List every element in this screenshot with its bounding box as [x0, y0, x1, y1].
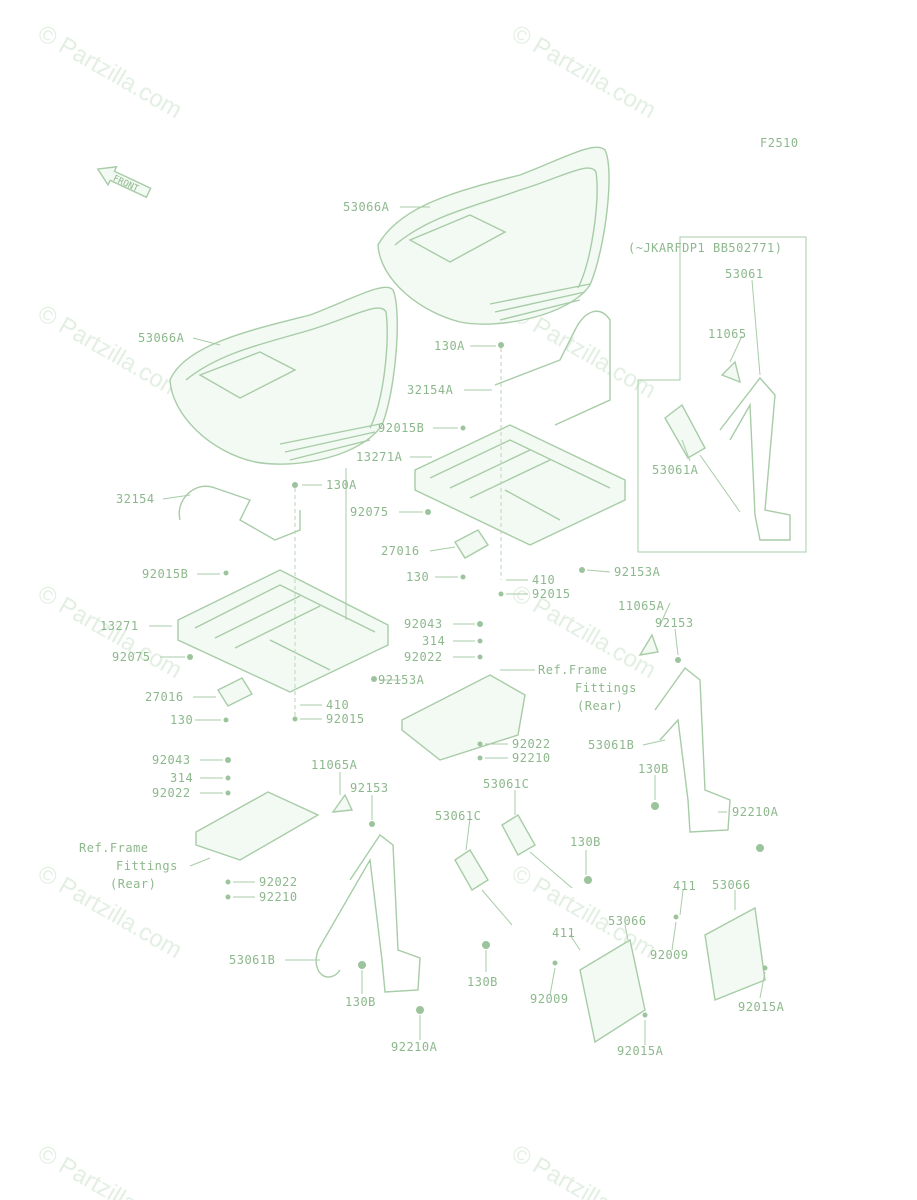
label-92153a-left: 92153A — [378, 673, 425, 687]
buckle-53061c-a — [501, 814, 536, 856]
label-53061c-b: 53061C — [435, 809, 481, 823]
label-130b-right: 130B — [638, 762, 669, 776]
stopper-27016a — [454, 529, 490, 559]
watermark: © Partzilla.com — [507, 860, 661, 964]
label-130b-mid: 130B — [570, 835, 601, 849]
belt-53061 — [719, 376, 791, 541]
part-labels: 53066A 53066A 130A 32154A 92015B 13271A … — [79, 200, 785, 1058]
label-53061c-a: 53061C — [483, 777, 529, 791]
label-411-left: 411 — [552, 926, 575, 940]
bar-32154 — [178, 485, 301, 541]
label-53061b-right: 53061B — [588, 738, 634, 752]
hardware — [187, 342, 768, 1018]
label-92015b-right: 92015B — [378, 421, 424, 435]
label-92043-left: 92043 — [152, 753, 191, 767]
label-13271: 13271 — [100, 619, 139, 633]
label-92022-left: 92022 — [152, 786, 191, 800]
label-rear-left: (Rear) — [110, 877, 156, 891]
label-27016-left: 27016 — [145, 690, 184, 704]
label-32154: 32154 — [116, 492, 155, 506]
label-130a-top: 130A — [434, 339, 465, 353]
label-411-right: 411 — [673, 879, 696, 893]
label-92009-left: 92009 — [530, 992, 569, 1006]
label-rear-right: (Rear) — [577, 699, 623, 713]
variant-box: (~JKARFDP1 BB502771) — [628, 236, 807, 553]
watermark: © Partzilla.com — [33, 1140, 187, 1200]
label-130b-left: 130B — [345, 995, 376, 1009]
stopper-27016b — [216, 677, 254, 707]
watermark: © Partzilla.com — [507, 1140, 661, 1200]
belt-53061b-left — [315, 833, 421, 993]
label-410-right: 410 — [532, 573, 555, 587]
label-53066-right: 53066 — [712, 878, 751, 892]
label-92015a-left: 92015A — [617, 1044, 664, 1058]
label-92022-right-2: 92022 — [512, 737, 551, 751]
watermark: © Partzilla.com — [33, 860, 187, 964]
label-fittings-left: Fittings — [116, 859, 178, 873]
label-92075-left: 92075 — [112, 650, 151, 664]
label-92153-right: 92153 — [655, 616, 694, 630]
buckle-53061c-b — [454, 849, 489, 891]
bar-32154a — [494, 310, 611, 426]
belt-53061b-right — [654, 666, 731, 833]
label-92022-right: 92022 — [404, 650, 443, 664]
label-92210-right: 92210 — [512, 751, 551, 765]
label-130b-low: 130B — [467, 975, 498, 989]
label-130-left: 130 — [170, 713, 193, 727]
label-11065a-left: 11065A — [311, 758, 358, 772]
label-53066a-front: 53066A — [138, 331, 185, 345]
label-53066a-rear: 53066A — [343, 200, 390, 214]
label-27016-right: 27016 — [381, 544, 420, 558]
label-13271a: 13271A — [356, 450, 403, 464]
cover-11065a-right — [638, 633, 659, 656]
watermark: © Partzilla.com — [507, 20, 661, 124]
label-92210a-left: 92210A — [391, 1040, 438, 1054]
label-92210-left: 92210 — [259, 890, 298, 904]
label-92153a-right: 92153A — [614, 565, 661, 579]
label-ref-frame-right: Ref.Frame — [538, 663, 608, 677]
label-11065: 11065 — [708, 327, 747, 341]
seat-rear — [377, 146, 610, 325]
watermark: © Partzilla.com — [33, 300, 187, 404]
label-130-right: 130 — [406, 570, 429, 584]
label-92075-right: 92075 — [350, 505, 389, 519]
label-fittings-right: Fittings — [575, 681, 637, 695]
label-410-left: 410 — [326, 698, 349, 712]
label-92043-right: 92043 — [404, 617, 443, 631]
cover-11065a-left — [331, 793, 354, 813]
label-314-left: 314 — [170, 771, 193, 785]
label-92153-left: 92153 — [350, 781, 389, 795]
label-92022-left-2: 92022 — [259, 875, 298, 889]
front-arrow-icon: FRONT — [96, 165, 152, 199]
label-53066-left: 53066 — [608, 914, 647, 928]
label-92009-right: 92009 — [650, 948, 689, 962]
leaders — [149, 206, 766, 1045]
frame-13271a — [414, 424, 626, 546]
figure-code: F2510 — [760, 136, 799, 150]
label-130a-mid: 130A — [326, 478, 357, 492]
label-53061a: 53061A — [652, 463, 699, 477]
cover-11065 — [720, 360, 742, 384]
cover-53066-right — [704, 906, 766, 1001]
label-92015a-right: 92015A — [738, 1000, 785, 1014]
cover-53066-left — [579, 938, 646, 1044]
label-92015-left: 92015 — [326, 712, 365, 726]
label-92015-right: 92015 — [532, 587, 571, 601]
variant-note: (~JKARFDP1 BB502771) — [628, 241, 783, 255]
fitting-plate-l — [195, 791, 320, 861]
fitting-plate-r — [401, 674, 526, 761]
label-92210a-right: 92210A — [732, 805, 779, 819]
label-53061: 53061 — [725, 267, 764, 281]
label-32154a: 32154A — [407, 383, 454, 397]
label-11065a-right: 11065A — [618, 599, 665, 613]
label-53061b-left: 53061B — [229, 953, 275, 967]
seat-front — [169, 286, 398, 465]
frame-13271 — [177, 569, 389, 693]
label-ref-frame-left: Ref.Frame — [79, 841, 149, 855]
label-92015b-left: 92015B — [142, 567, 188, 581]
label-314-right: 314 — [422, 634, 445, 648]
watermark: © Partzilla.com — [33, 20, 187, 124]
buckle-53061a — [664, 403, 706, 459]
